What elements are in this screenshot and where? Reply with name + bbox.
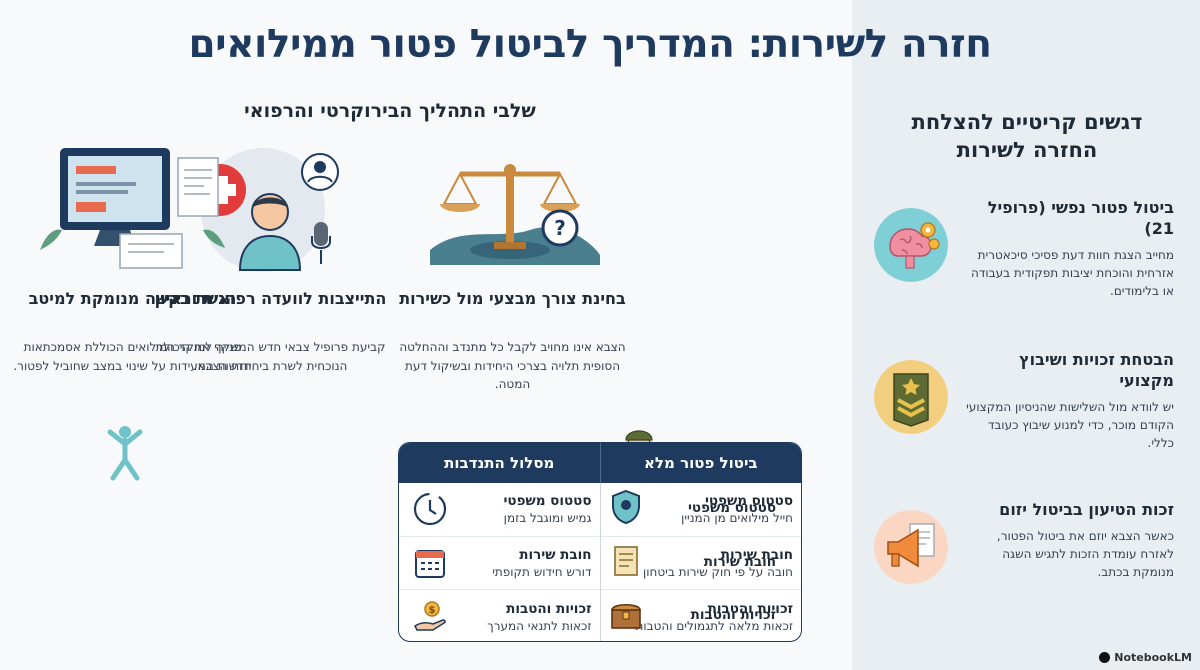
tip-mental-exemption: ביטול פטור נפשי (פרופיל 21) מחייב הצגת ח… [874, 198, 1174, 338]
table-row: סטטוס משפטי חייל מילואים מן המניין [601, 483, 802, 536]
svg-text:?: ? [554, 216, 566, 240]
sidebar-title: דגשים קריטיים להצלחת החזרה לשירות [911, 110, 1143, 163]
tip-title: זכות הטיעון בביטול יזום [999, 500, 1174, 519]
cell-title: סטטוס משפטי [503, 493, 592, 510]
scales-icon: ? [430, 164, 600, 265]
brain-gear-icon [874, 208, 948, 282]
row-label-legal-status: סטטוס משפטי [687, 500, 776, 516]
table-row: זכויות והטבות זכאות לתנאי המערך $ [399, 589, 600, 641]
step-desc: פנייה למוקד המילואים הכוללת אסמכתאות חדש… [13, 340, 252, 373]
treasure-chest-icon [611, 603, 641, 629]
cell-value: זכאות לתנאי המערך [487, 618, 592, 633]
step-title: בחינת צורך מבצעי מול כשירות [399, 289, 626, 308]
section-title: שלבי התהליך הבירוקרטי והרפואי [244, 100, 536, 122]
rank-insignia-icon [874, 360, 948, 434]
cell-title: חובת שירות [519, 547, 592, 563]
cell-value: חובה על פי חוק שירות ביטחון [643, 565, 793, 579]
cell-title: סטטוס משפטי [704, 493, 793, 510]
table-row: חובת שירות חובה על פי חוק שירות ביטחון [600, 535, 801, 590]
notebook-logo-icon [1099, 652, 1111, 663]
cell-value: גמיש ומוגבל בזמן [503, 511, 592, 526]
table-row: חובת שירות דורש חידוש תקופתי [399, 535, 600, 590]
column-full-cancel: סטטוס משפטי חייל מילואים מן המניין חובת … [600, 483, 802, 641]
tip-title: הבטחת זכויות ושיבוץ מקצועי [1019, 350, 1174, 390]
tip-desc: כאשר הצבא יוזם את ביטול הפטור, לאזרח עומ… [996, 528, 1174, 579]
brand-logo: NotebookLM [1099, 651, 1192, 664]
tip-title: ביטול פטור נפשי (פרופיל 21) [987, 198, 1174, 238]
step-desc: קביעת פרופיל צבאי חדש המשקף את היכולת הנ… [155, 340, 386, 373]
tip-rights-placement: הבטחת זכויות ושיבוץ מקצועי יש לוודא מול … [874, 350, 1174, 490]
cell-title: זכויות והטבות [707, 600, 793, 617]
tip-right-to-argue: זכות הטיעון בביטול יזום כאשר הצבא יוזם א… [874, 500, 1174, 640]
megaphone-icon [874, 510, 948, 584]
step-operational-need: ? בחינת צורך מבצעי מול כשירות הצבא אינו … [390, 120, 635, 420]
table-row: סטטוס משפטי גמיש ומוגבל בזמן [399, 483, 600, 536]
row-label-rights-benefits: זכויות והטבות [690, 607, 776, 623]
cell-title: זכויות והטבות [506, 600, 592, 617]
clock-cycle-icon [413, 493, 447, 526]
brand-name: NotebookLM [1114, 651, 1192, 664]
shield-icon [612, 489, 640, 525]
step-title: התייצבות לוועדה רפואית וראיון [154, 289, 387, 308]
column-volunteer: סטטוס משפטי גמיש ומוגבל בזמן חובת שירות … [399, 483, 601, 641]
scroll-icon [614, 546, 638, 576]
cell-title: חובת שירות [720, 547, 793, 563]
comparison-table: ביטול פטור מלא מסלול התנדבות סטטוס משפטי… [398, 442, 802, 642]
cell-value: דורש חידוש תקופתי [492, 565, 592, 579]
step-desc: הצבא אינו מחויב לקבל כל מתנדב וההחלטה הס… [399, 340, 626, 392]
table-row: זכויות והטבות זכאות מלאה לתגמולים והטבות [600, 589, 801, 641]
header-full-exemption-cancel: ביטול פטור מלא [644, 454, 758, 472]
svg-text:$: $ [429, 605, 436, 616]
cell-value: חייל מילואים מן המניין [681, 511, 793, 526]
row-label-service-duty: חובת שירות [703, 554, 776, 570]
header-volunteer-track: מסלול התנדבות [399, 443, 601, 483]
calendar-icon [415, 550, 445, 578]
jumping-person-icon [107, 426, 143, 481]
tip-desc: מחייב הצגת חוות דעת פסיכי סיכאטרית אזרחי… [971, 247, 1174, 298]
cell-value: זכאות מלאה לתגמולים והטבות [635, 618, 793, 633]
tip-desc: יש לוודא מול השלישות שהניסיון המקצועי הק… [966, 399, 1174, 450]
hand-coin-icon: $ [414, 600, 446, 631]
step-submit-request: הגשת בקשה מנומקת למיטב פנייה למוקד המילו… [10, 120, 255, 420]
computer-icon [40, 148, 225, 269]
page-title: חזרה לשירות: המדריך לביטול פטור ממילואים [188, 22, 992, 67]
step-title: הגשת בקשה מנומקת למיטב [28, 289, 237, 308]
table-header: ביטול פטור מלא מסלול התנדבות [399, 443, 801, 483]
